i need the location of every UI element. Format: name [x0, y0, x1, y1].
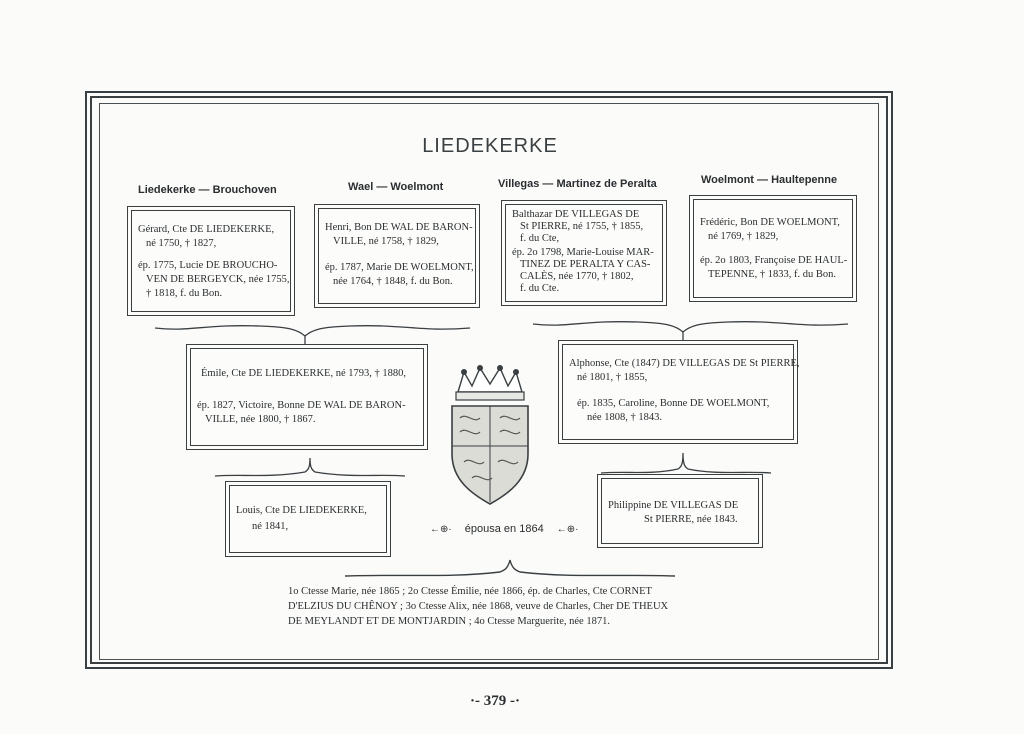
box-line: né 1801, † 1855, [577, 372, 648, 383]
box-line: VEN DE BERGEYCK, née 1755, [146, 274, 290, 285]
box-line: VILLE, né 1758, † 1829, [333, 236, 439, 247]
children-line: 1o Ctesse Marie, née 1865 ; 2o Ctesse Ém… [288, 586, 652, 597]
box-line: ép. 2o 1803, Françoise DE HAUL- [700, 255, 848, 266]
box-line: f. du Cte. [520, 283, 560, 294]
box-line: Émile, Cte DE LIEDEKERKE, né 1793, † 188… [201, 368, 407, 379]
children-list: 1o Ctesse Marie, née 1865 ; 2o Ctesse Ém… [288, 584, 728, 629]
inner-border [99, 103, 879, 660]
box-line: f. du Cte, [520, 233, 560, 244]
page-number-ornament-icon: -· [510, 693, 520, 709]
box-line: né 1769, † 1829, [708, 231, 779, 242]
heading-liedekerke-brouchoven: Liedekerke — Brouchoven [138, 184, 277, 196]
box-line: TEPENNE, † 1833, f. du Bon. [708, 269, 837, 280]
box-louis-liedekerke: Louis, Cte DE LIEDEKERKE, né 1841, [225, 481, 391, 557]
children-line: DE MEYLANDT ET DE MONTJARDIN ; 4o Ctesse… [288, 616, 610, 627]
box-line: né 1750, † 1827, [146, 238, 217, 249]
box-line: Alphonse, Cte (1847) DE VILLEGAS DE St P… [569, 358, 800, 369]
box-line: ép. 1787, Marie DE WOELMONT, [325, 262, 474, 273]
box-frederic-woelmont: Frédéric, Bon DE WOELMONT, né 1769, † 18… [689, 195, 857, 302]
box-line: Gérard, Cte DE LIEDEKERKE, [138, 224, 275, 235]
marriage-text: épousa en 1864 [464, 523, 544, 535]
ornamental-border [85, 91, 893, 669]
box-emile-liedekerke: Émile, Cte DE LIEDEKERKE, né 1793, † 188… [186, 344, 428, 450]
coat-of-arms-icon [451, 365, 529, 505]
box-line: TINEZ DE PERALTA Y CAS- [520, 259, 651, 270]
box-line: VILLE, née 1800, † 1867. [205, 414, 316, 425]
box-balthazar-villegas: Balthazar DE VILLEGAS DE St PIERRE, né 1… [501, 200, 667, 306]
box-philippine-villegas: Philippine DE VILLEGAS DE St PIERRE, née… [597, 474, 763, 548]
box-line: † 1818, f. du Bon. [146, 288, 223, 299]
heading-villegas-peralta: Villegas — Martinez de Peralta [498, 178, 657, 190]
brace-children [344, 559, 676, 577]
box-line: Frédéric, Bon DE WOELMONT, [700, 217, 840, 228]
box-line: Balthazar DE VILLEGAS DE [512, 209, 640, 220]
heading-wael-woelmont: Wael — Woelmont [348, 181, 444, 193]
box-line: ép. 1835, Caroline, Bonne DE WOELMONT, [577, 398, 770, 409]
box-line: St PIERRE, née 1843. [644, 514, 738, 525]
page-number-ornament-icon: ·- [470, 693, 480, 709]
brace-emile-child [214, 457, 406, 477]
page-number: ·- 379 -· [470, 693, 520, 710]
children-line: D'ELZIUS DU CHÊNOY ; 3o Ctesse Alix, née… [288, 601, 669, 612]
box-line: ép. 1775, Lucie DE BROUCHO- [138, 260, 278, 271]
ornament-right-icon: ←⊕· [556, 524, 579, 535]
box-line: ép. 2o 1798, Marie-Louise MAR- [512, 247, 654, 258]
page-title: LIEDEKERKE [422, 135, 558, 157]
box-line: ép. 1827, Victoire, Bonne DE WAL DE BARO… [197, 400, 406, 411]
box-line: née 1764, † 1848, f. du Bon. [333, 276, 453, 287]
box-line: Henri, Bon DE WAL DE BARON- [325, 222, 473, 233]
box-line: Louis, Cte DE LIEDEKERKE, [236, 505, 367, 516]
box-gerard-liedekerke: Gérard, Cte DE LIEDEKERKE, né 1750, † 18… [127, 206, 295, 316]
page-number-text: 379 [483, 693, 507, 709]
heading-woelmont-haultepenne: Woelmont — Haultepenne [701, 174, 838, 186]
marriage-note: ←⊕· épousa en 1864 ←⊕· [430, 523, 578, 535]
box-henri-wal: Henri, Bon DE WAL DE BARON- VILLE, né 17… [314, 204, 480, 308]
box-alphonse-villegas: Alphonse, Cte (1847) DE VILLEGAS DE St P… [558, 340, 800, 444]
box-line: CALÈS, née 1770, † 1802, [520, 271, 634, 282]
brace-alphonse-child [600, 452, 772, 474]
box-line: St PIERRE, né 1755, † 1855, [520, 221, 644, 232]
box-line: né 1841, [252, 521, 289, 532]
box-line: née 1808, † 1843. [587, 412, 662, 423]
ornament-left-icon: ←⊕· [430, 524, 452, 535]
box-line: Philippine DE VILLEGAS DE [608, 500, 739, 511]
